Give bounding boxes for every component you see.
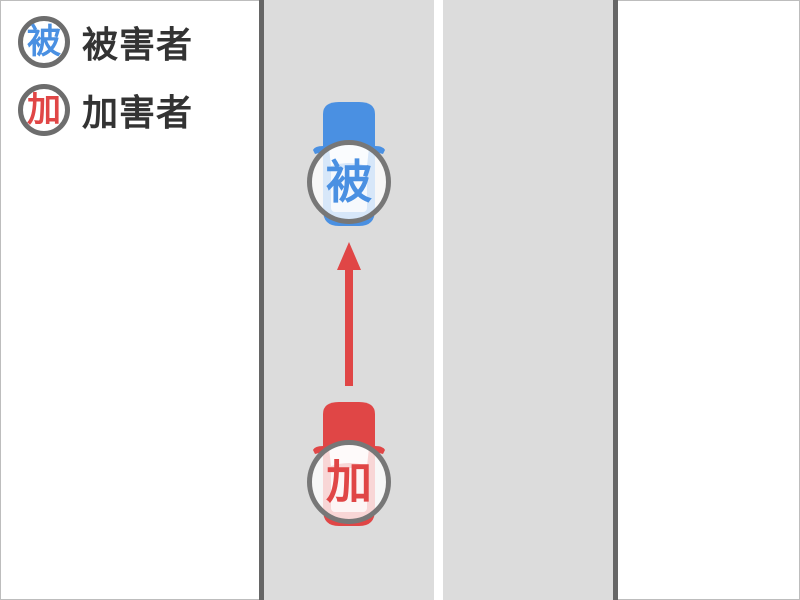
- legend-item-offender: 加 加害者: [18, 78, 193, 142]
- legend-label-victim: 被害者: [82, 25, 194, 66]
- movement-arrow-icon: [337, 242, 361, 386]
- road-right-lane: [443, 0, 613, 600]
- road-right-edge: [613, 0, 618, 600]
- road-left-edge: [259, 0, 264, 600]
- road-center-line: [434, 0, 443, 600]
- victim-car-badge: 被: [307, 140, 391, 224]
- victim-badge-icon: 被: [18, 16, 70, 68]
- legend-item-victim: 被 被害者: [18, 10, 193, 74]
- offender-car-badge: 加: [307, 440, 391, 524]
- legend-label-offender: 加害者: [82, 93, 194, 134]
- offender-badge-icon: 加: [18, 84, 70, 136]
